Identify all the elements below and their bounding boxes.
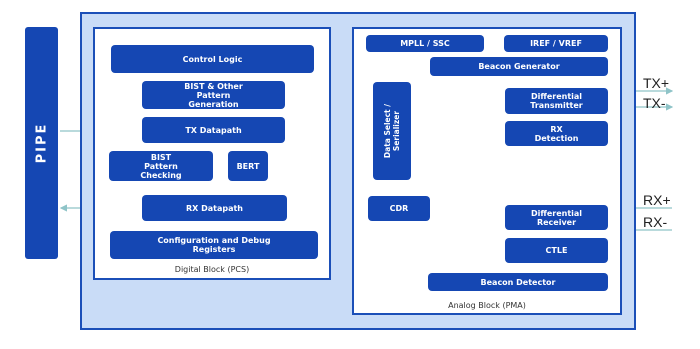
beacon-generator-block: Beacon Generator [430, 57, 608, 76]
cdr-block: CDR [368, 196, 430, 221]
bist-pattern-checking-block: BIST Pattern Checking [109, 151, 213, 181]
pipe-label: PIPE [34, 122, 49, 164]
rx-detection-block: RX Detection [505, 121, 608, 146]
differential-transmitter-block: Differential Transmitter [505, 88, 608, 114]
data-select-serializer-block: Data Select / Serializer [373, 82, 411, 180]
mpll-ssc-block: MPLL / SSC [366, 35, 484, 52]
tx-minus-label: TX- [643, 95, 666, 111]
rx-minus-label: RX- [643, 214, 668, 230]
tx-datapath-block: TX Datapath [142, 117, 285, 143]
bist-pattern-generation-block: BIST & Other Pattern Generation [142, 81, 285, 109]
digital-block-caption: Digital Block (PCS) [174, 265, 250, 274]
pipe-block: PIPE [25, 27, 58, 259]
analog-block-caption: Analog Block (PMA) [448, 301, 526, 310]
bert-block: BERT [228, 151, 268, 181]
rx-datapath-block: RX Datapath [142, 195, 287, 221]
differential-receiver-block: Differential Receiver [505, 205, 608, 230]
control-logic-block: Control Logic [111, 45, 314, 73]
rx-plus-label: RX+ [643, 192, 671, 208]
tx-plus-label: TX+ [643, 75, 670, 91]
ctle-block: CTLE [505, 238, 608, 263]
iref-vref-block: IREF / VREF [504, 35, 608, 52]
configuration-debug-registers-block: Configuration and Debug Registers [110, 231, 318, 259]
beacon-detector-block: Beacon Detector [428, 273, 608, 291]
